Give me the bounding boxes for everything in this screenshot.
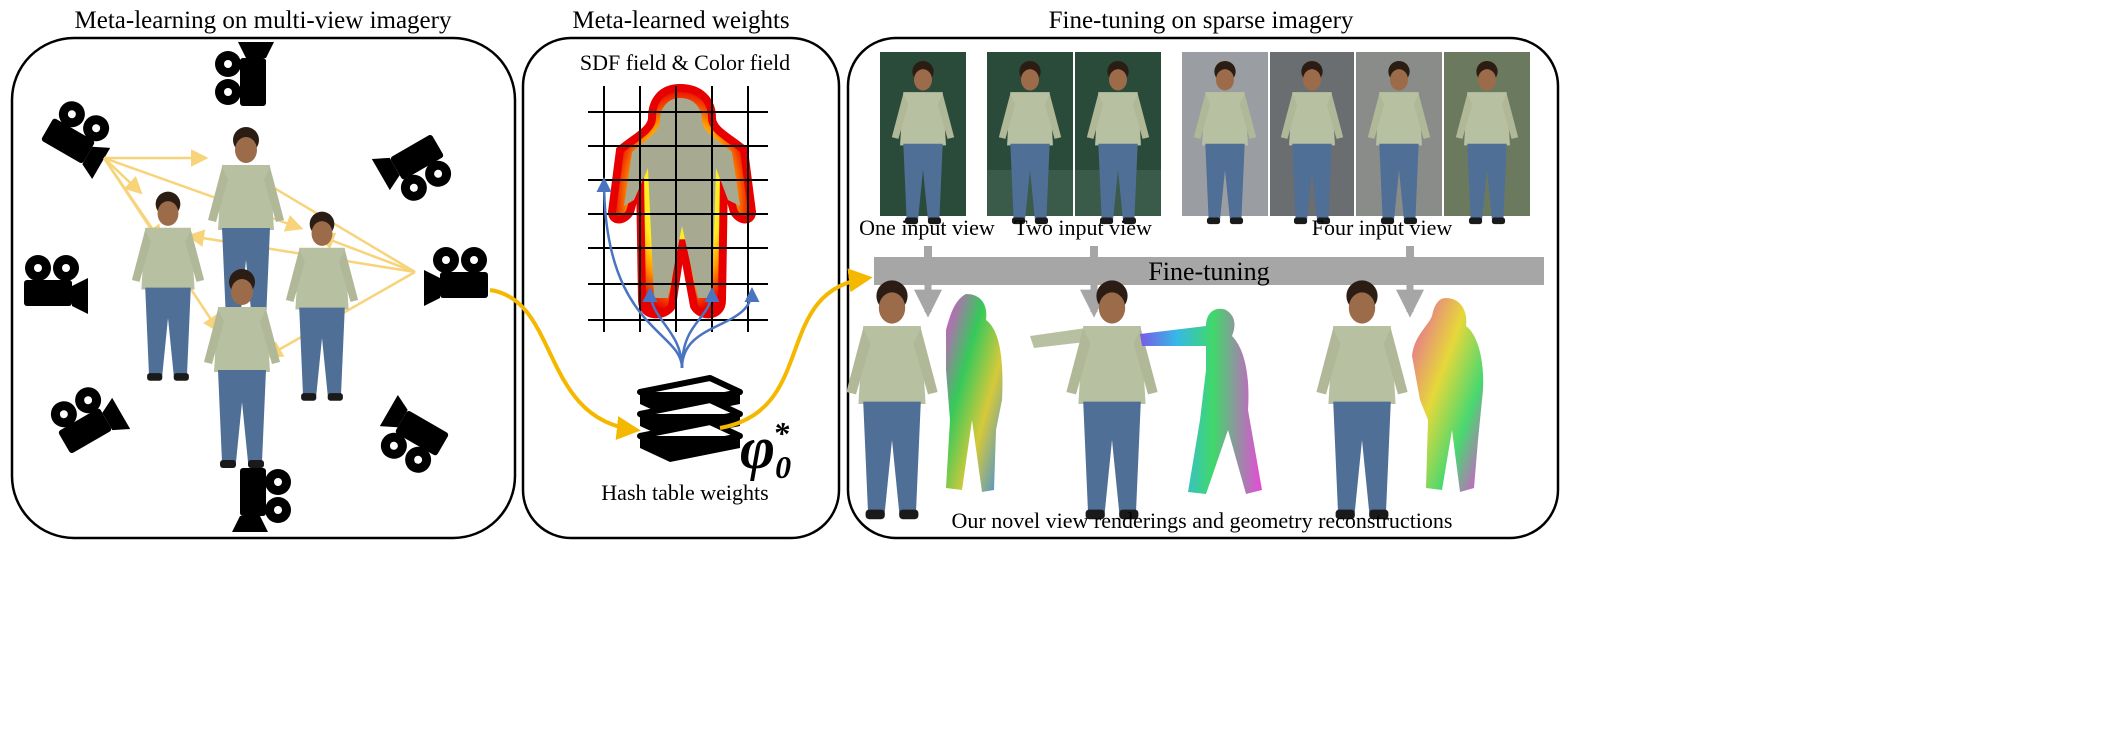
geometry-four-view xyxy=(1412,298,1484,492)
camera-icon-top xyxy=(215,42,274,106)
camera-icon-bottom-left xyxy=(45,377,131,462)
camera-icon-bottom xyxy=(232,468,291,532)
view-label-one: One input view xyxy=(859,215,995,240)
arrow-middle-to-right xyxy=(719,268,873,430)
render-one-view xyxy=(846,280,938,520)
camera-icon-bottom-right xyxy=(368,394,454,479)
input-photo-four-view-3 xyxy=(1356,52,1442,225)
input-photo-two-view-2 xyxy=(1075,52,1161,225)
hash-table-books-icon xyxy=(640,378,740,462)
finetune-bar xyxy=(874,257,1544,285)
geometry-one-view xyxy=(946,294,1003,492)
input-photo-one-view xyxy=(880,52,966,225)
field-label: SDF field & Color field xyxy=(580,50,790,75)
hash-flow-arrows xyxy=(596,177,760,369)
view-label-two: Two input view xyxy=(1014,215,1152,240)
camera-icon-top-right xyxy=(371,126,457,211)
input-photo-four-view-4 xyxy=(1444,52,1530,225)
person-figure-center-bottom xyxy=(204,269,280,468)
finetune-down-arrows xyxy=(914,285,1424,318)
arrow-left-to-middle xyxy=(489,288,641,440)
phi-symbol: φ0* xyxy=(740,415,791,485)
panel-left-frame xyxy=(10,36,517,540)
person-figure-left xyxy=(131,191,205,381)
render-two-view xyxy=(1030,280,1158,520)
results-caption: Our novel view renderings and geometry r… xyxy=(952,508,1453,533)
weights-label: Hash table weights xyxy=(601,480,768,505)
input-photo-two-view-1 xyxy=(987,52,1073,225)
input-photo-four-view-1 xyxy=(1182,52,1268,225)
camera-icon-right xyxy=(424,247,488,306)
input-photo-four-view-2 xyxy=(1270,52,1354,225)
finetune-bar-label: Fine-tuning xyxy=(1148,257,1269,286)
panel-left-title: Meta-learning on multi-view imagery xyxy=(75,7,452,34)
render-four-view xyxy=(1316,280,1408,520)
panel-right-title: Fine-tuning on sparse imagery xyxy=(1049,7,1354,34)
camera-icon-left xyxy=(24,255,88,314)
view-stems xyxy=(924,246,1414,258)
person-figure-right xyxy=(285,211,359,401)
sdf-color-field xyxy=(588,83,768,332)
geometry-two-view xyxy=(1140,308,1262,494)
panel-middle-title: Meta-learned weights xyxy=(572,7,789,34)
view-label-four: Four input view xyxy=(1312,215,1453,240)
